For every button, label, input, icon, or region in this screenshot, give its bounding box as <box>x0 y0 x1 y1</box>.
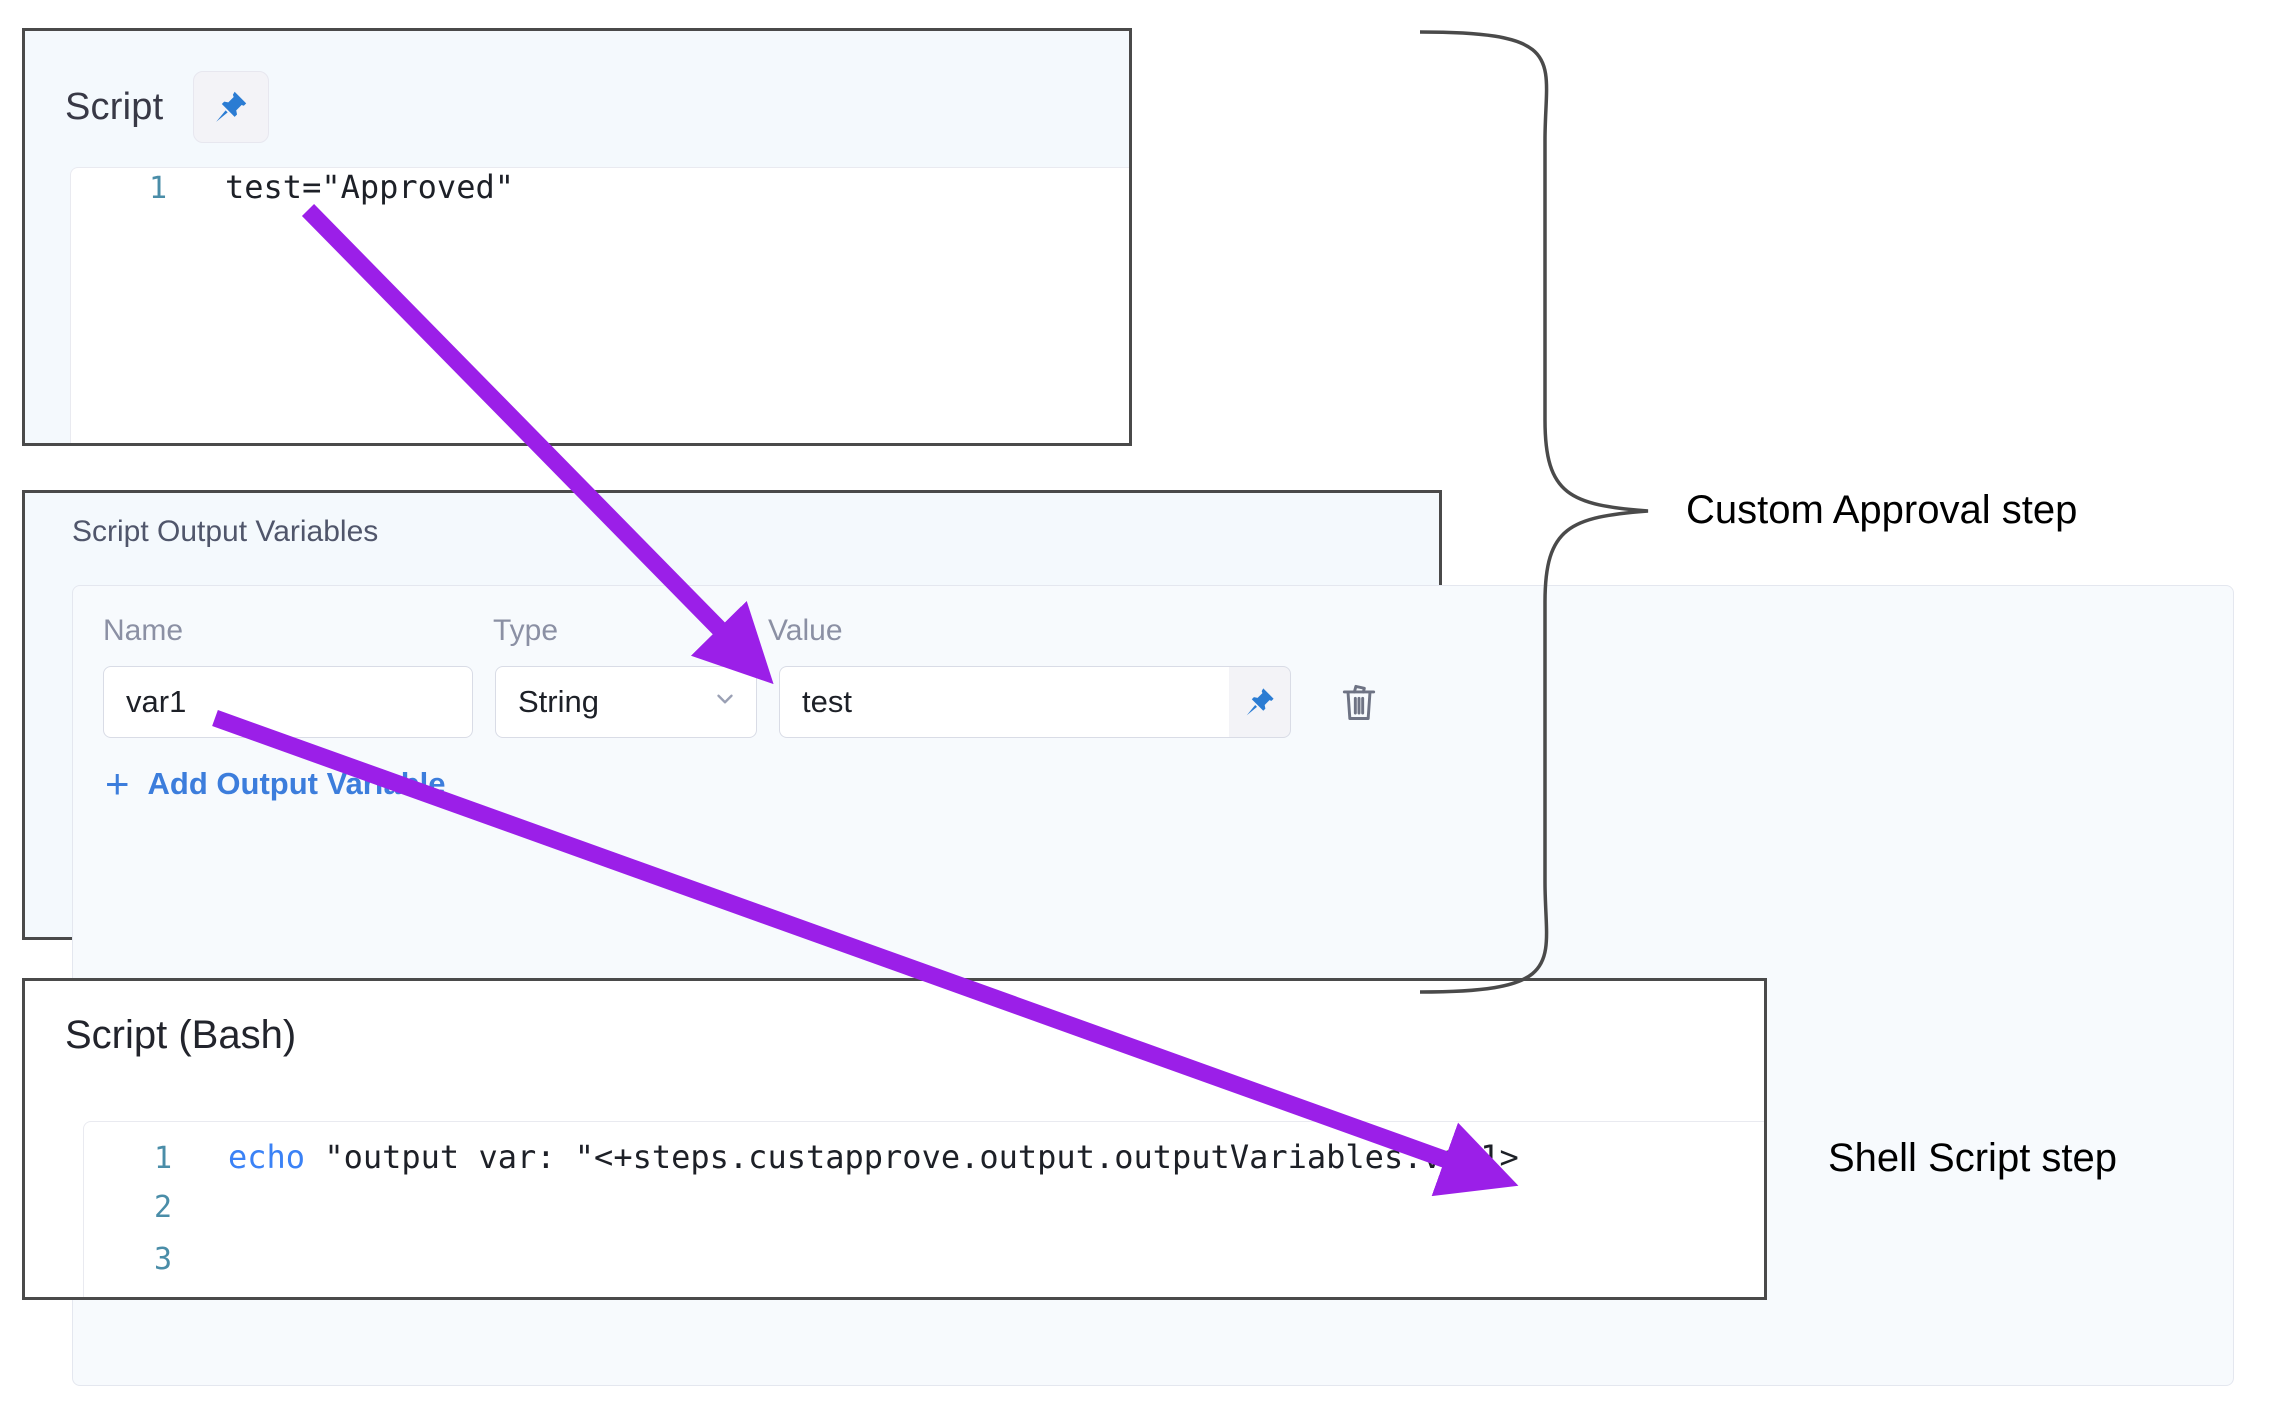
pin-icon[interactable] <box>193 71 270 143</box>
bash-code-editor[interactable]: 1 echo "output var: "<+steps.custapprove… <box>83 1121 1764 1297</box>
code-text: echo "output var: "<+steps.custapprove.o… <box>228 1138 1519 1176</box>
code-line: 2 <box>84 1190 1764 1242</box>
chevron-down-icon <box>712 684 738 720</box>
table-header-row: Name Type Value <box>73 586 2233 648</box>
variable-type-select[interactable]: String <box>495 666 757 738</box>
line-number: 1 <box>148 171 167 206</box>
pin-icon-glyph <box>216 91 247 122</box>
code-line: 1 echo "output var: "<+steps.custapprove… <box>84 1138 1764 1190</box>
pin-icon-glyph <box>1246 688 1274 716</box>
code-text: test="Approved" <box>225 168 514 206</box>
pin-icon[interactable] <box>1229 666 1291 738</box>
column-header-name: Name <box>103 614 184 647</box>
column-header-value: Value <box>768 614 843 647</box>
add-output-variable-label: Add Output Variable <box>147 766 446 801</box>
trash-icon[interactable] <box>1333 672 1385 732</box>
variable-name-input[interactable]: var1 <box>103 666 473 738</box>
variable-type-value: String <box>518 684 599 719</box>
plus-icon: + <box>105 760 130 808</box>
annotation-shell-script-step: Shell Script step <box>1828 1136 2118 1180</box>
code-rest: "output var: "<+steps.custapprove.output… <box>305 1138 1519 1176</box>
table-row: var1 String test <box>73 648 2233 738</box>
code-line: 1 test="Approved" <box>71 168 1129 220</box>
variable-value-group: test <box>779 666 1385 738</box>
bash-panel-title: Script (Bash) <box>65 1013 297 1057</box>
line-number: 3 <box>153 1242 172 1277</box>
variable-value-input[interactable]: test <box>779 666 1229 738</box>
page-title: Script <box>65 85 164 128</box>
column-header-type: Type <box>493 614 559 647</box>
code-line: 3 <box>84 1242 1764 1294</box>
trash-icon-glyph <box>1342 684 1376 720</box>
add-output-variable-button[interactable]: + Add Output Variable <box>73 738 2233 808</box>
script-code-editor[interactable]: 1 test="Approved" <box>70 167 1129 443</box>
line-number: 1 <box>153 1141 172 1176</box>
code-keyword: echo <box>228 1138 306 1176</box>
bash-script-panel: Script (Bash) 1 echo "output var: "<+ste… <box>22 978 1767 1300</box>
line-number: 2 <box>153 1190 172 1225</box>
output-variables-title: Script Output Variables <box>72 515 379 548</box>
script-panel: Script 1 test="Approved" <box>22 28 1132 446</box>
annotation-custom-approval-step: Custom Approval step <box>1686 488 2078 532</box>
script-panel-header: Script <box>25 31 1129 143</box>
